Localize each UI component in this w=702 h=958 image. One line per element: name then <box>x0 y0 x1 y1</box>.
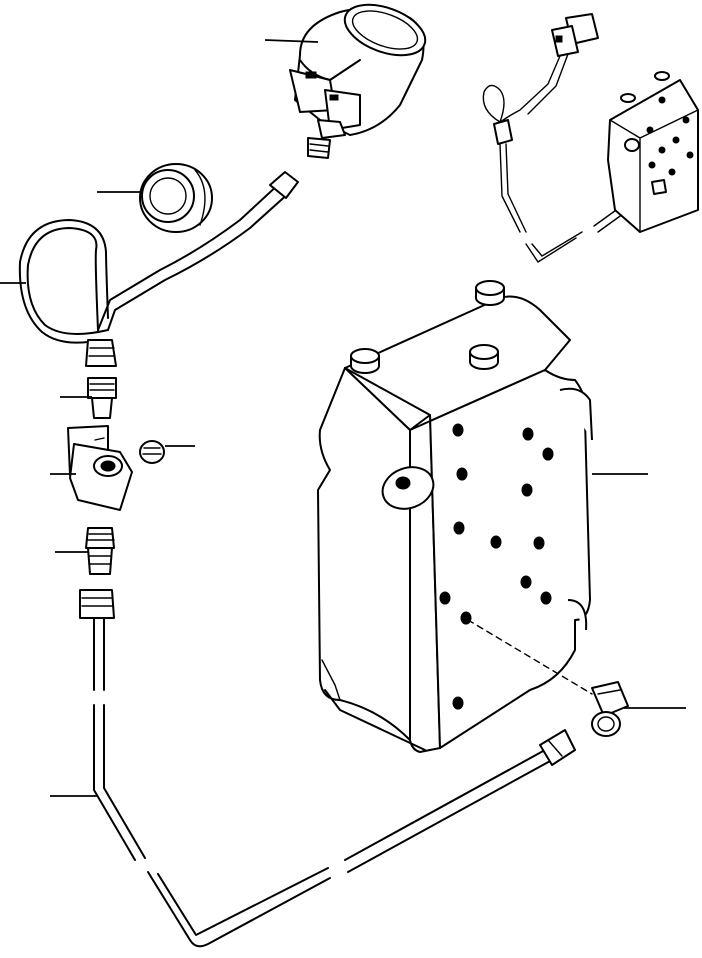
control-valve-body <box>317 280 593 753</box>
rubber-grommet <box>139 163 213 233</box>
bolt-center <box>469 344 499 370</box>
plug <box>139 440 165 464</box>
inset-sender <box>482 13 661 263</box>
bolt-rear <box>475 280 505 306</box>
leader-gauge <box>264 39 319 43</box>
hydraulic-block <box>67 425 133 511</box>
bolt-left <box>350 348 380 374</box>
elbow-fitting <box>591 681 629 737</box>
upper-connector <box>87 377 117 419</box>
lower-connector <box>85 527 115 575</box>
pressure-gauge <box>289 3 427 159</box>
lower-tube <box>79 589 576 948</box>
elbow-reference-line <box>467 619 593 695</box>
upper-tube <box>18 171 299 367</box>
callout-leaders <box>0 39 686 797</box>
port-holes <box>439 423 554 710</box>
inset-valve <box>607 71 699 233</box>
